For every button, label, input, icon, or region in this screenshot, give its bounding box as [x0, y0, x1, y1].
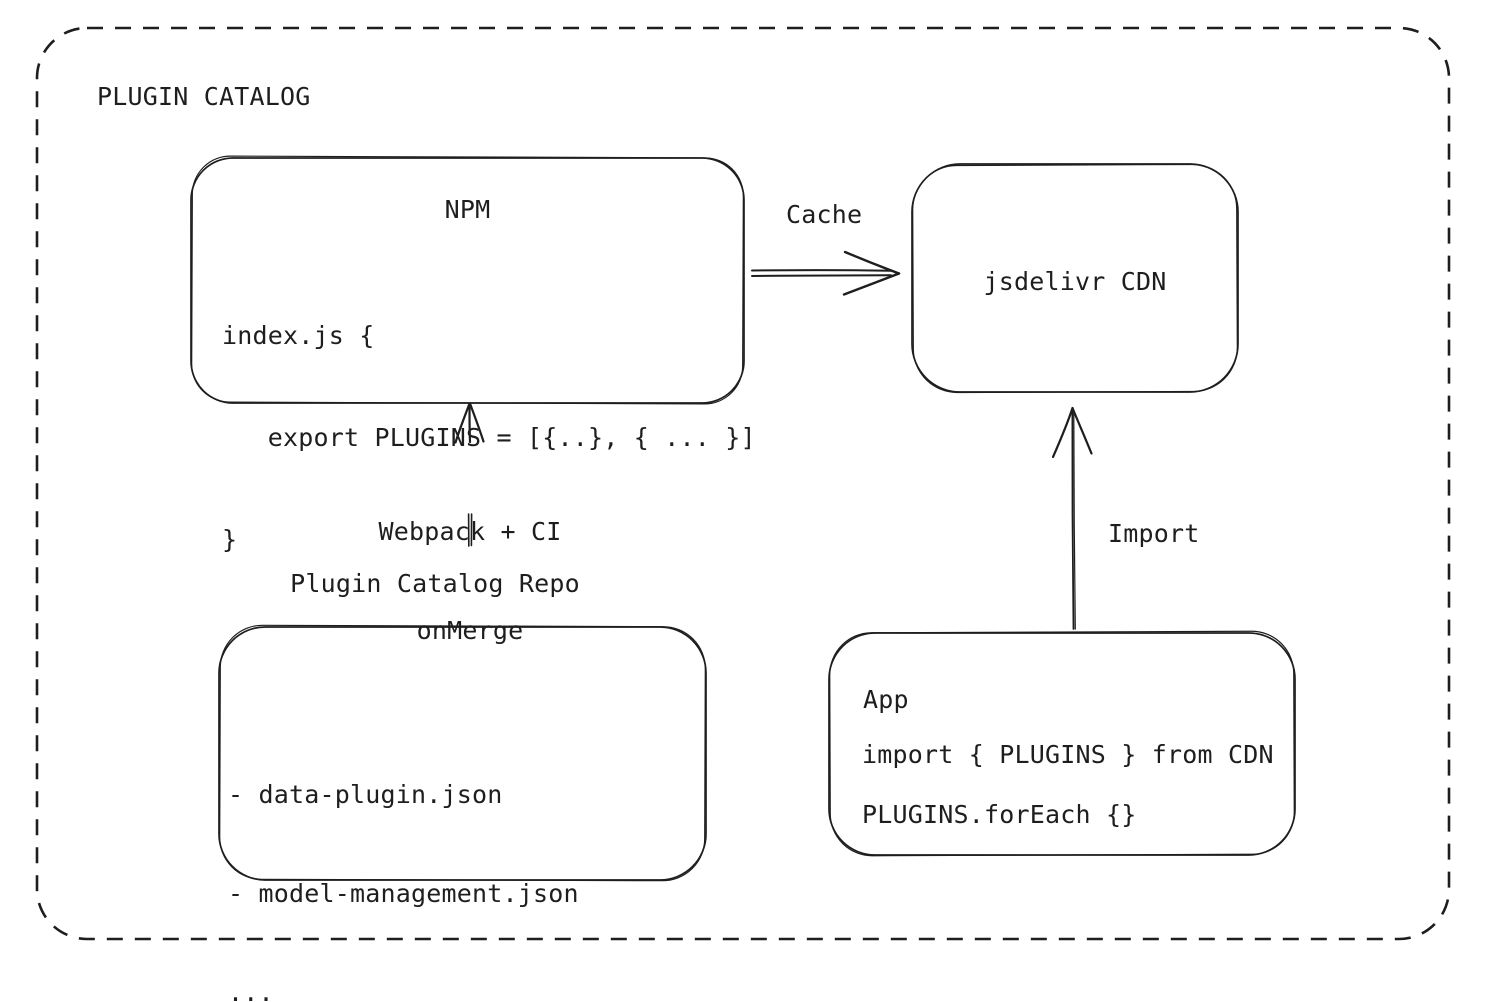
diagram-title: PLUGIN CATALOG [97, 82, 311, 111]
import-arrow [1051, 406, 1093, 630]
app-code-line-foreach: PLUGINS.forEach {} [862, 800, 1137, 829]
build-arrow [454, 402, 485, 547]
repo-box-shape [218, 624, 707, 882]
build-arrow-label: Webpack + CI onMerge [320, 449, 620, 713]
npm-node-title: NPM [444, 195, 491, 224]
cache-arrow [751, 250, 901, 296]
repo-node-title: Plugin Catalog Repo [290, 569, 580, 598]
build-arrow-label-line1: Webpack + CI [378, 517, 562, 546]
npm-code-line: index.js { [222, 321, 375, 350]
npm-code-line: export PLUGINS = [{..}, { ... }] [222, 423, 756, 452]
cache-arrow-label: Cache [786, 200, 863, 229]
app-box-shape [828, 630, 1296, 857]
cdn-box-shape [911, 163, 1239, 394]
repo-file-list: - data-plugin.json - model-management.js… [228, 712, 579, 1002]
import-arrow-label: Import [1108, 519, 1200, 548]
repo-file-item: ... [228, 978, 274, 1002]
plugin-catalog-dashed-border [35, 26, 1451, 941]
app-node-title: App [863, 685, 909, 714]
cdn-node-label: jsdelivr CDN [983, 267, 1167, 296]
build-arrow-label-line2: onMerge [416, 616, 524, 645]
repo-file-item: - data-plugin.json [228, 780, 503, 809]
app-code-line-import: import { PLUGINS } from CDN [862, 740, 1274, 769]
npm-code-block: index.js { export PLUGINS = [{..}, { ...… [222, 251, 756, 625]
npm-code-line: } [222, 525, 238, 554]
npm-box-shape [190, 155, 745, 405]
repo-file-item: - model-management.json [228, 879, 579, 908]
